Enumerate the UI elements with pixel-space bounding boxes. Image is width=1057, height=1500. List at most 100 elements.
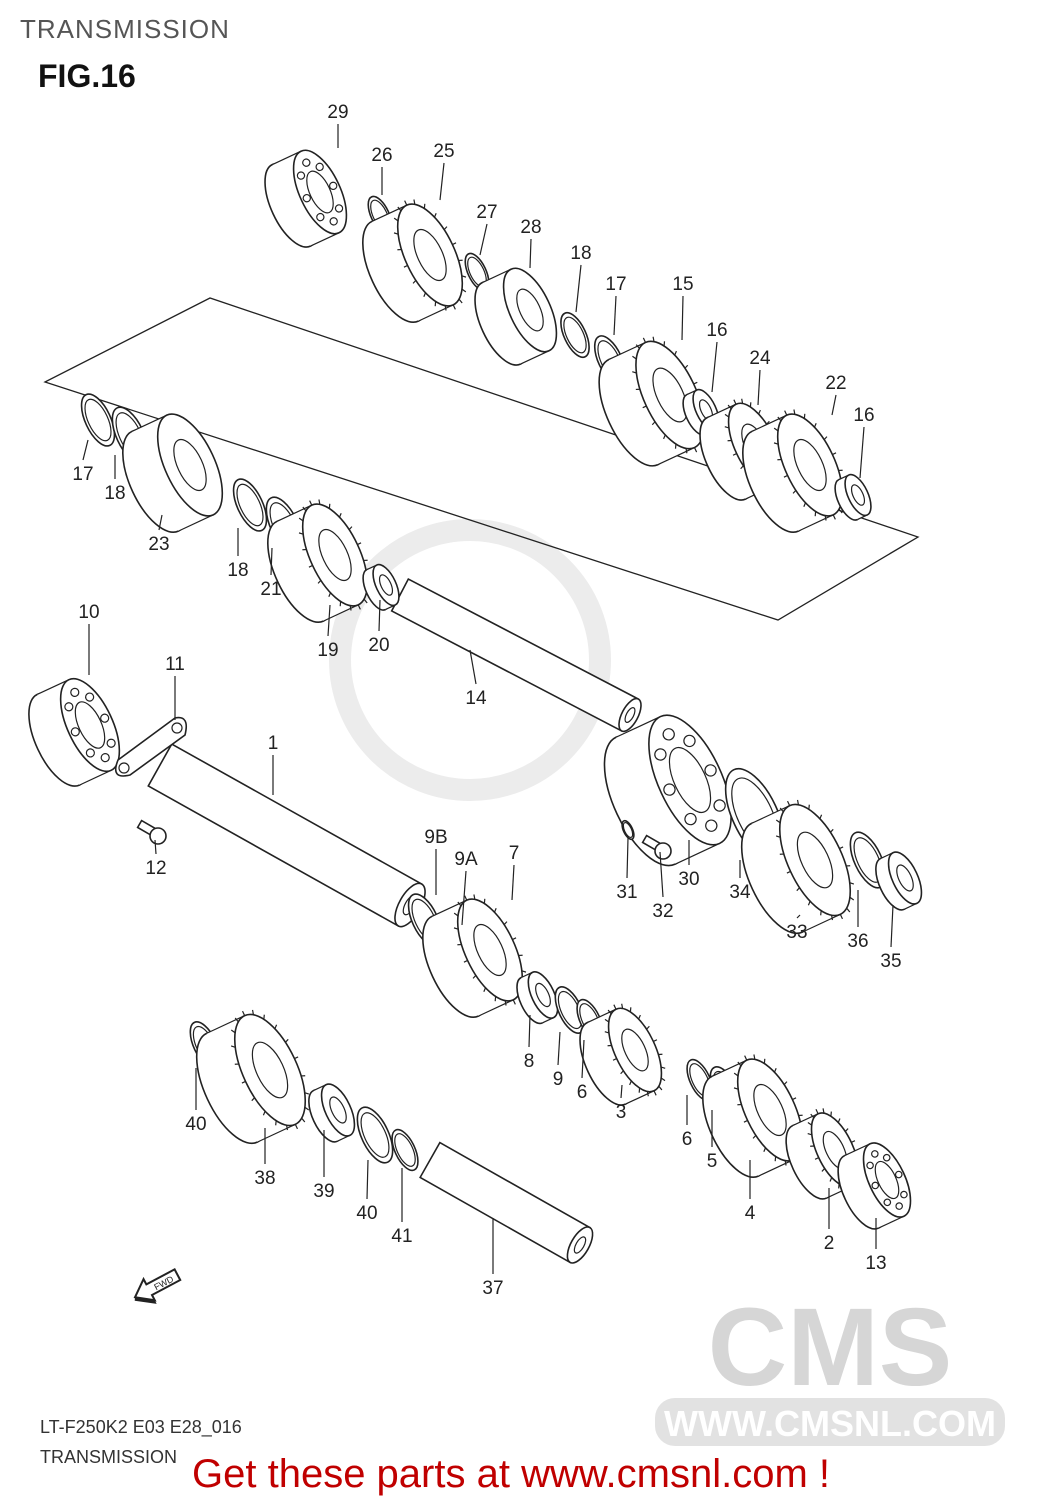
bearing-10 [28, 677, 121, 787]
callout-label: 41 [391, 1226, 412, 1247]
callout-18[interactable]: 18 [227, 528, 249, 581]
plate-11 [114, 716, 188, 777]
callout-20[interactable]: 20 [368, 599, 390, 656]
callout-16[interactable]: 16 [853, 405, 875, 479]
callout-40[interactable]: 40 [185, 1068, 207, 1135]
callout-24[interactable]: 24 [749, 348, 771, 406]
callout-7[interactable]: 7 [509, 843, 520, 901]
subassembly-frame [43, 297, 920, 621]
callout-label: 11 [165, 654, 185, 675]
callout-6[interactable]: 6 [682, 1095, 693, 1150]
fwd-arrow-icon: FWD [133, 1268, 182, 1304]
callout-label: 18 [570, 243, 591, 264]
lock-washer-31 [621, 819, 635, 841]
callout-label: 3 [616, 1102, 627, 1123]
callout-9B[interactable]: 9B [424, 827, 448, 895]
callout-label: 18 [227, 560, 248, 581]
callout-3[interactable]: 3 [616, 1084, 627, 1123]
leader-line [469, 649, 477, 685]
callout-10[interactable]: 10 [78, 602, 100, 675]
callout-label: 27 [476, 202, 497, 223]
hub-28 [474, 267, 558, 366]
callout-40[interactable]: 40 [356, 1159, 378, 1224]
callout-35[interactable]: 35 [880, 904, 902, 972]
callout-label: 17 [605, 274, 626, 295]
callout-4[interactable]: 4 [745, 1160, 756, 1224]
leader-line [366, 1159, 369, 1200]
callout-28[interactable]: 28 [520, 217, 542, 269]
callout-9[interactable]: 9 [553, 1031, 564, 1090]
callout-5[interactable]: 5 [707, 1110, 718, 1172]
callout-18[interactable]: 18 [104, 455, 126, 504]
gear-19 [267, 499, 372, 624]
callout-12[interactable]: 12 [145, 839, 167, 879]
section-name: TRANSMISSION [40, 1447, 178, 1467]
callout-label: 5 [707, 1151, 718, 1172]
callout-22[interactable]: 22 [825, 373, 847, 416]
callout-label: 17 [72, 464, 93, 485]
figure-number: FIG.16 [38, 58, 136, 94]
leader-line [831, 394, 837, 416]
callout-14[interactable]: 14 [465, 649, 487, 709]
callout-label: 24 [749, 348, 771, 369]
callout-32[interactable]: 32 [652, 851, 674, 922]
callout-16[interactable]: 16 [706, 320, 728, 393]
callout-label: 22 [825, 373, 846, 394]
callout-1[interactable]: 1 [268, 733, 279, 795]
callout-9A[interactable]: 9A [454, 849, 478, 926]
callout-36[interactable]: 36 [847, 890, 869, 952]
circlip-18c [232, 478, 268, 532]
leader-line [859, 426, 865, 479]
callout-26[interactable]: 26 [371, 145, 393, 195]
callout-label: 2 [824, 1233, 835, 1254]
callout-39[interactable]: 39 [313, 1130, 335, 1202]
callout-19[interactable]: 19 [317, 604, 339, 661]
callout-label: 15 [672, 274, 693, 295]
callout-label: 20 [368, 635, 389, 656]
promo-link[interactable]: Get these parts at www.cmsnl.com ! [192, 1452, 830, 1496]
callout-label: 9A [454, 849, 478, 870]
callout-label: 19 [317, 640, 338, 661]
bushing-8 [516, 971, 559, 1025]
callout-37[interactable]: 37 [482, 1218, 504, 1299]
callout-13[interactable]: 13 [865, 1218, 887, 1274]
callout-6[interactable]: 6 [577, 1039, 588, 1103]
callout-34[interactable]: 34 [729, 860, 751, 903]
callout-8[interactable]: 8 [524, 1014, 535, 1072]
callout-2[interactable]: 2 [824, 1188, 835, 1254]
leader-line [529, 238, 532, 269]
bearing-29 [264, 149, 348, 248]
leader-line [557, 1031, 561, 1066]
callout-17[interactable]: 17 [72, 439, 94, 485]
watermark-url: WWW.CMSNL.COM [664, 1403, 996, 1444]
callout-23[interactable]: 23 [148, 514, 170, 555]
bevel-gear-33 [740, 799, 855, 935]
callout-18[interactable]: 18 [570, 243, 592, 313]
leader-line [378, 599, 381, 632]
callout-27[interactable]: 27 [476, 202, 498, 256]
leader-line [659, 851, 664, 898]
washer-40b [356, 1106, 394, 1164]
callout-11[interactable]: 11 [165, 654, 185, 720]
gear-22 [742, 409, 847, 534]
callout-21[interactable]: 21 [260, 547, 282, 600]
callout-label: 21 [260, 579, 281, 600]
callout-30[interactable]: 30 [678, 840, 700, 890]
callout-33[interactable]: 33 [786, 914, 808, 943]
callout-38[interactable]: 38 [254, 1128, 276, 1189]
callout-25[interactable]: 25 [433, 141, 455, 201]
callout-17[interactable]: 17 [605, 274, 627, 336]
callout-15[interactable]: 15 [672, 274, 694, 341]
leader-line [327, 604, 331, 637]
callout-label: 1 [268, 733, 279, 754]
callout-label: 10 [78, 602, 99, 623]
leader-line [461, 870, 467, 926]
leader-line [757, 369, 761, 406]
callout-29[interactable]: 29 [327, 102, 349, 148]
leader-line [681, 295, 684, 341]
callout-41[interactable]: 41 [391, 1168, 413, 1247]
bearing-13 [837, 1142, 912, 1230]
callout-label: 31 [616, 882, 637, 903]
callout-label: 6 [577, 1082, 588, 1103]
callout-31[interactable]: 31 [616, 837, 638, 903]
